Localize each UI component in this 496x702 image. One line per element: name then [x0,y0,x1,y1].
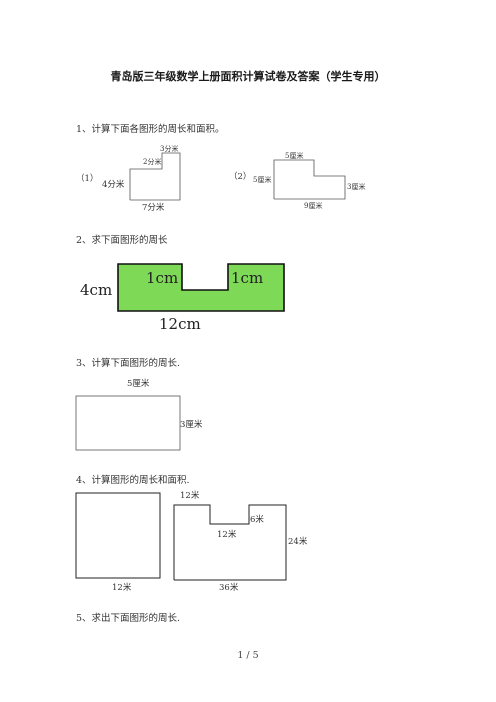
q1-fig2-bottom-label: 9厘米 [304,202,323,210]
q1-fig2-tag: （2） [229,172,252,182]
q4-bottom-label: 36米 [219,583,239,593]
question-5-text: 5、求出下面图形的周长. [76,613,181,624]
question-4-text: 4、计算图形的周长和面积. [76,475,190,486]
question-2-text: 2、求下面图形的周长 [76,235,168,246]
page-title: 青岛版三年级数学上册面积计算试卷及答案（学生专用） [110,70,386,83]
q1-fig1-step-label: 2分米 [143,158,162,166]
question-1-text: 1、计算下面各图形的周长和面积。 [76,124,225,135]
q2-left-label: 4cm [80,281,113,299]
q1-fig1-bottom-label: 7分米 [142,203,165,213]
q2-bottom-label: 12cm [159,315,201,333]
q3-right-label: 3厘米 [180,420,203,430]
q4-shape-top-label: 12米 [180,491,200,501]
q3-top-label: 5厘米 [127,379,150,389]
q1-fig2-left-label: 5厘米 [253,176,272,184]
q1-fig1-tag: （1） [76,174,99,184]
q4-square-bottom-label: 12米 [112,583,132,593]
page-number: 1 / 5 [237,650,259,661]
q1-fig2-right-label: 3厘米 [347,183,366,191]
q1-fig1-top-label: 3分米 [160,145,179,153]
q4-notch-depth-label: 6米 [250,515,264,525]
q2-notch-right-label: 1cm [231,269,264,287]
q1-fig2-top-label: 5厘米 [285,152,304,160]
q4-right-label: 24米 [288,537,308,547]
q4-notch-width-label: 12米 [217,530,237,540]
q1-fig1-left-label: 4分米 [102,180,125,190]
question-3-text: 3、计算下面图形的周长. [76,358,181,369]
q2-notch-left-label: 1cm [146,269,179,287]
